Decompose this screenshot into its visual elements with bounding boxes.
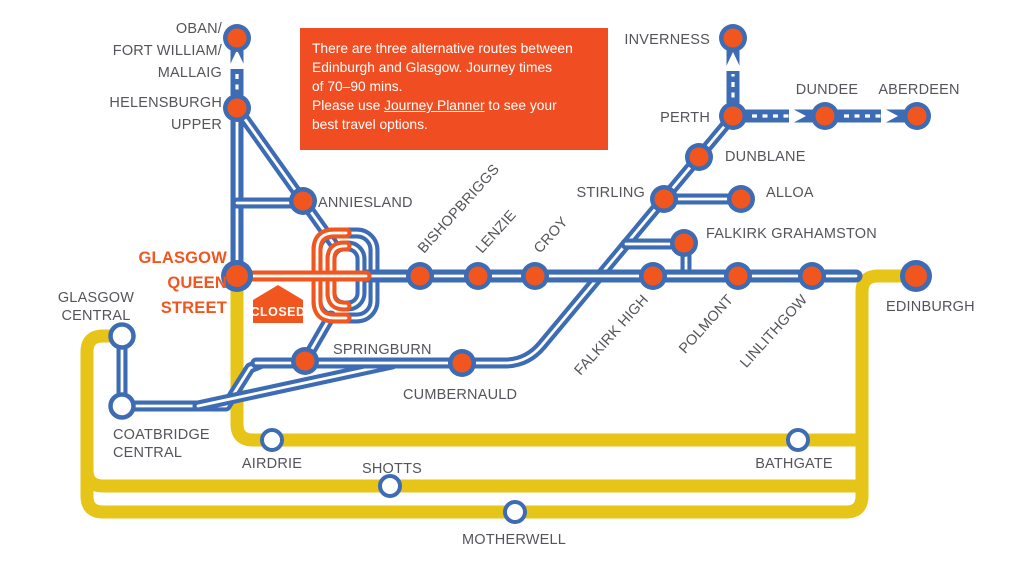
yellow-routes <box>80 269 923 519</box>
label-dundee: DUNDEE <box>796 82 859 98</box>
aberdeen-arrow-icon <box>881 107 898 125</box>
svg-text:FORT WILLIAM/: FORT WILLIAM/ <box>113 43 223 59</box>
label-anniesland: ANNIESLAND <box>318 195 413 211</box>
label-glasgow-central: GLASGOW <box>58 290 134 306</box>
station-dot-bathgate <box>786 428 810 452</box>
info-line-4-pre: Please use <box>312 98 385 113</box>
station-dot-perth <box>719 102 747 130</box>
info-line-4-post: to see your <box>484 98 557 113</box>
closed-badge-shape <box>253 285 303 323</box>
svg-text:QUEEN: QUEEN <box>167 274 227 292</box>
label-oban: OBAN/ <box>176 21 223 37</box>
label-aberdeen: ABERDEEN <box>878 82 959 98</box>
info-line-2: Edinburgh and Glasgow. Journey times <box>312 60 553 75</box>
station-dot-linlithgow <box>798 262 826 290</box>
station-dot-edinburgh <box>900 260 932 292</box>
label-croy: CROY <box>531 214 572 257</box>
closed-badge-label: CLOSED <box>250 305 305 319</box>
info-line-5: best travel options. <box>312 117 428 132</box>
label-motherwell: MOTHERWELL <box>462 532 566 548</box>
station-dot-springburn <box>291 347 319 375</box>
svg-text:CENTRAL: CENTRAL <box>61 308 130 324</box>
orange-diversion <box>231 227 372 324</box>
dundee-arrow-icon <box>789 107 806 125</box>
station-dot-inverness <box>719 24 747 52</box>
label-inverness: INVERNESS <box>624 32 710 48</box>
svg-text:CENTRAL: CENTRAL <box>113 445 182 461</box>
label-falkirk-grahamston: FALKIRK GRAHAMSTON <box>706 226 877 242</box>
label-glasgow-queen-street: GLASGOW <box>139 249 228 267</box>
svg-text:STREET: STREET <box>161 299 227 317</box>
station-dot-bishopbriggs <box>406 262 434 290</box>
label-stirling: STIRLING <box>577 185 645 201</box>
station-dot-aberdeen <box>903 102 931 130</box>
yellow-line-shotts <box>80 463 869 493</box>
station-dot-dundee <box>811 102 839 130</box>
station-dot-croy <box>521 262 549 290</box>
label-linlithgow: LINLITHGOW <box>737 292 811 371</box>
station-dot-falkirk-grahamston <box>670 229 698 257</box>
label-polmont: POLMONT <box>676 292 737 357</box>
label-helensburgh-upper: HELENSBURGH <box>109 95 222 111</box>
station-dot-stirling <box>650 185 678 213</box>
label-coatbridge-central: COATBRIDGE <box>113 427 210 443</box>
label-dunblane: DUNBLANE <box>725 149 806 165</box>
station-dot-alloa <box>727 185 755 213</box>
label-alloa: ALLOA <box>766 185 814 201</box>
label-edinburgh: EDINBURGH <box>886 299 975 315</box>
station-dot-glasgow-queen-street <box>221 260 253 292</box>
station-dot-cumbernauld <box>448 349 476 377</box>
label-lenzie: LENZIE <box>473 207 520 256</box>
yellow-line-airdrie-bathgate <box>230 269 869 447</box>
info-line-3: of 70–90 mins. <box>312 79 403 94</box>
station-dot-airdrie <box>260 428 284 452</box>
svg-text:UPPER: UPPER <box>171 117 222 133</box>
label-shotts: SHOTTS <box>362 461 422 477</box>
info-box: There are three alternative routes betwe… <box>300 28 608 150</box>
station-dot-shotts <box>378 474 402 498</box>
station-dot-coatbridge-central <box>108 392 136 420</box>
label-perth: PERTH <box>660 110 710 126</box>
station-dot-polmont <box>724 262 752 290</box>
station-dot-anniesland <box>289 187 317 215</box>
inverness-arrow-icon <box>724 52 742 71</box>
label-bathgate: BATHGATE <box>755 456 833 472</box>
svg-text:MALLAIG: MALLAIG <box>158 65 222 81</box>
station-dot-motherwell <box>503 500 527 524</box>
station-dot-lenzie <box>464 262 492 290</box>
label-cumbernauld: CUMBERNAULD <box>403 387 517 403</box>
station-dot-oban <box>223 24 251 52</box>
label-springburn: SPRINGBURN <box>333 342 432 358</box>
closed-badge: CLOSED <box>250 285 305 323</box>
label-falkirk-high: FALKIRK HIGH <box>572 292 652 379</box>
oban-arrow-icon <box>228 50 246 69</box>
station-dot-glasgow-central <box>108 322 136 350</box>
station-dot-falkirk-high <box>639 262 667 290</box>
yellow-line-motherwell <box>80 269 923 519</box>
label-airdrie: AIRDRIE <box>242 456 302 472</box>
station-dot-dunblane <box>685 143 713 171</box>
station-dot-helensburgh-upper <box>223 94 251 122</box>
direction-arrows <box>228 50 898 125</box>
journey-planner-link[interactable]: Journey Planner <box>384 98 485 113</box>
station-dots <box>108 24 932 524</box>
info-line-1: There are three alternative routes betwe… <box>312 41 573 56</box>
